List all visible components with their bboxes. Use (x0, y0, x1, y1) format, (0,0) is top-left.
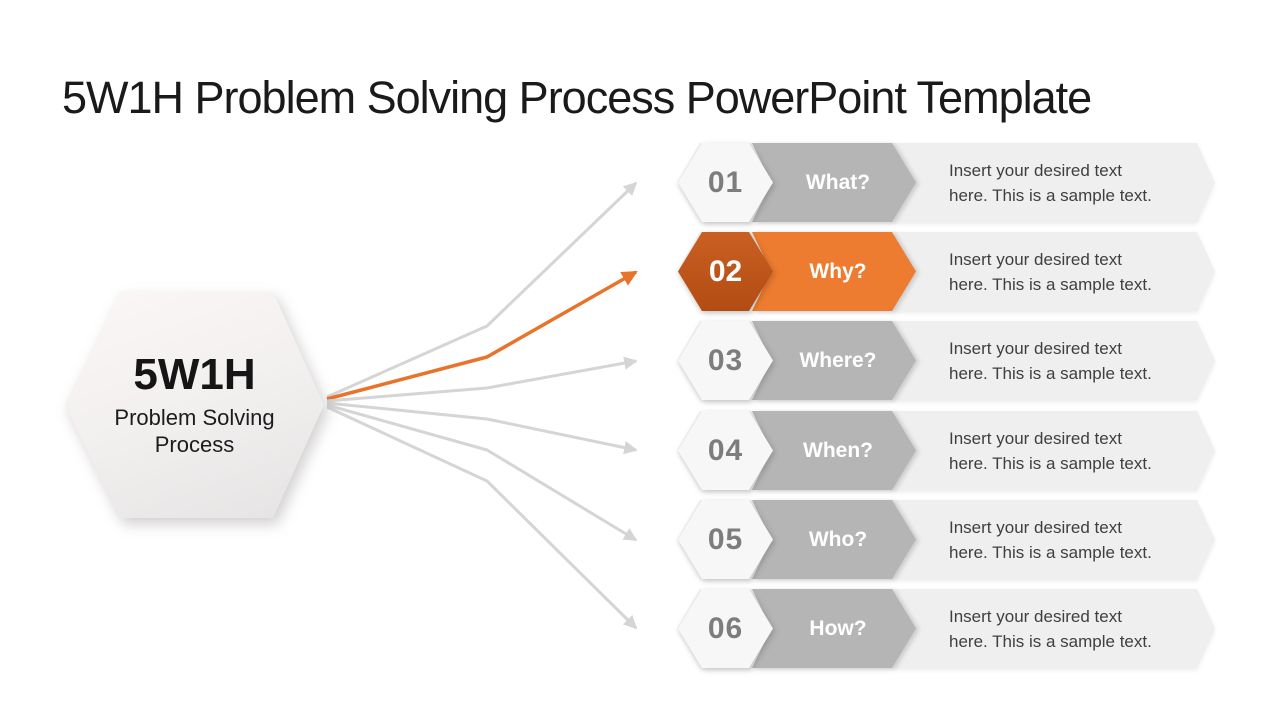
connector-arrow (326, 181, 638, 399)
process-row-06: Insert your desired text here. This is a… (677, 589, 1215, 668)
hexagon-subheading: Problem Solving Process (114, 404, 274, 458)
row-label-chevron: What? (752, 143, 916, 222)
row-label: Where? (799, 348, 877, 372)
row-label: Why? (809, 259, 867, 283)
row-label-chevron: When? (752, 411, 916, 490)
slide-title: 5W1H Problem Solving Process PowerPoint … (62, 72, 1092, 124)
process-row-01: Insert your desired text here. This is a… (677, 143, 1215, 222)
row-number-badge: 06 (678, 589, 773, 668)
row-description: Insert your desired text here. This is a… (949, 321, 1152, 400)
row-description-line2: here. This is a sample text. (949, 631, 1152, 651)
row-label-chevron: Where? (752, 321, 916, 400)
row-number-badge: 01 (678, 143, 773, 222)
row-number: 01 (707, 165, 744, 199)
process-row-02: Insert your desired text here. This is a… (677, 232, 1215, 311)
row-description-line1: Insert your desired text (949, 517, 1122, 537)
row-description-line2: here. This is a sample text. (949, 274, 1152, 294)
row-description-line1: Insert your desired text (949, 338, 1122, 358)
row-description: Insert your desired text here. This is a… (949, 411, 1152, 490)
connector-arrow (326, 401, 638, 455)
row-description: Insert your desired text here. This is a… (949, 500, 1152, 579)
row-number: 03 (707, 343, 744, 377)
row-number-badge: 03 (678, 321, 773, 400)
hexagon-shape: 5W1H Problem Solving Process (65, 292, 324, 518)
row-number-badge: 04 (678, 411, 773, 490)
row-label: Who? (808, 527, 868, 551)
row-description: Insert your desired text here. This is a… (949, 589, 1152, 668)
row-label: When? (803, 438, 873, 462)
row-number: 05 (707, 522, 744, 556)
row-description-line1: Insert your desired text (949, 606, 1122, 626)
row-number: 02 (708, 254, 743, 288)
process-row-03: Insert your desired text here. This is a… (677, 321, 1215, 400)
row-label-chevron: How? (752, 589, 916, 668)
process-row-05: Insert your desired text here. This is a… (677, 500, 1215, 579)
row-label-chevron: Why? (752, 232, 916, 311)
row-label-chevron: Who? (752, 500, 916, 579)
row-description-line2: here. This is a sample text. (949, 453, 1152, 473)
connector-arrow (326, 356, 638, 403)
connector-arrow-highlighted (326, 270, 638, 401)
hexagon-subheading-line2: Process (154, 432, 235, 458)
row-number: 06 (707, 611, 744, 645)
process-row-04: Insert your desired text here. This is a… (677, 411, 1215, 490)
row-description-line2: here. This is a sample text. (949, 363, 1152, 383)
row-description: Insert your desired text here. This is a… (949, 143, 1152, 222)
hexagon: 5W1H Problem Solving Process (65, 292, 324, 518)
connector-arrow (326, 405, 638, 630)
row-number-badge: 02 (678, 232, 773, 311)
row-description-line2: here. This is a sample text. (949, 542, 1152, 562)
row-description: Insert your desired text here. This is a… (949, 232, 1152, 311)
connector-arrow (326, 403, 638, 542)
row-description-line1: Insert your desired text (949, 428, 1122, 448)
hexagon-subheading-line1: Problem Solving (114, 405, 275, 431)
row-description-line1: Insert your desired text (949, 249, 1122, 269)
row-label: How? (809, 616, 867, 640)
row-number: 04 (707, 433, 744, 467)
hexagon-heading: 5W1H (133, 349, 256, 399)
row-description-line2: here. This is a sample text. (949, 185, 1152, 205)
row-number-badge: 05 (678, 500, 773, 579)
row-label: What? (805, 170, 871, 194)
row-description-line1: Insert your desired text (949, 160, 1122, 180)
